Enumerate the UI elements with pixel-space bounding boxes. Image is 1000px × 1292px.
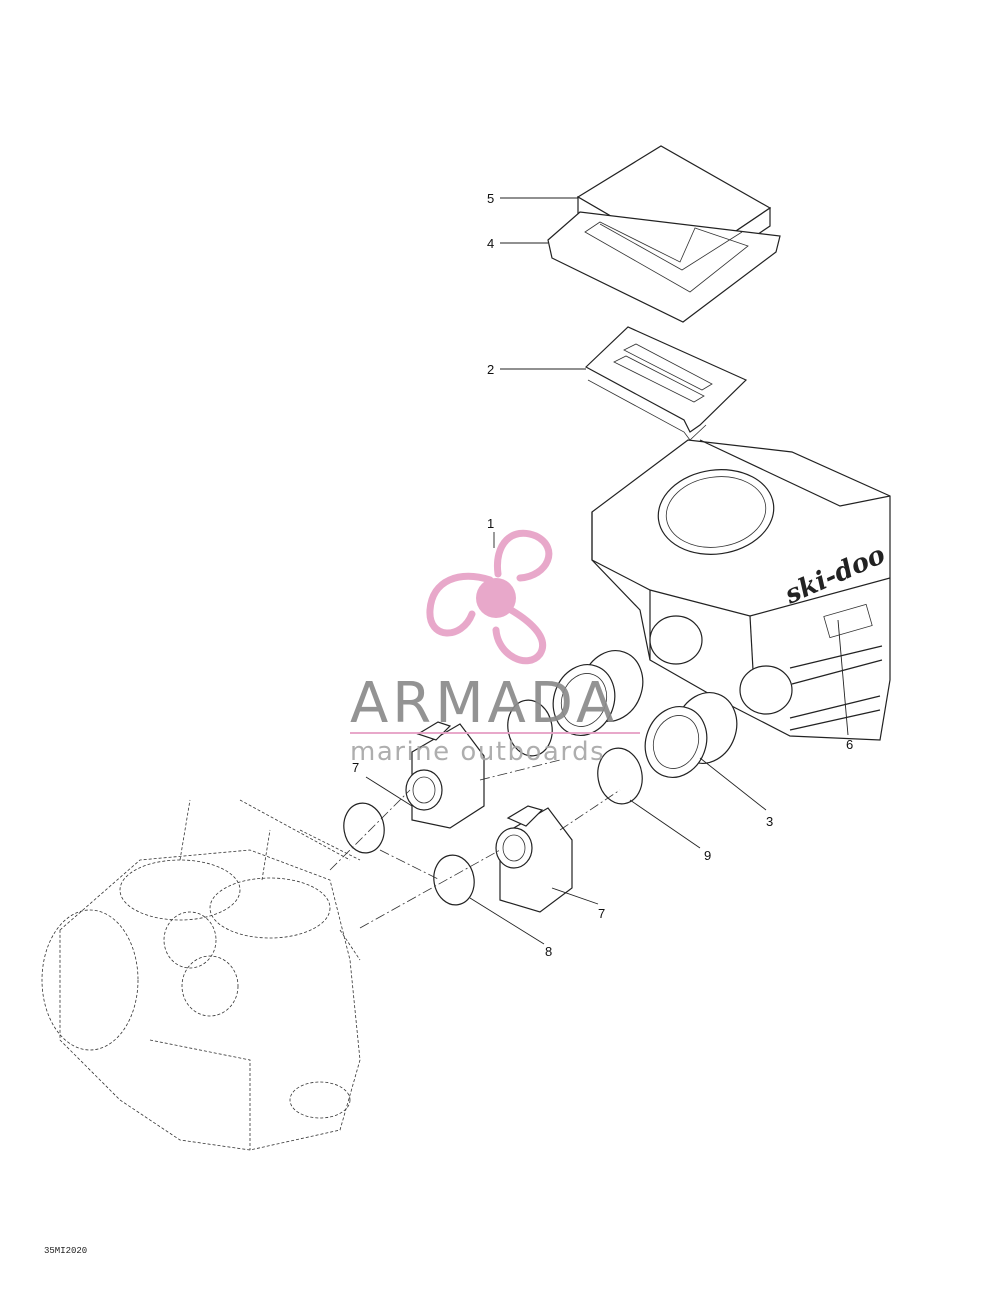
callout-8: 8: [545, 944, 552, 959]
callout-5: 5: [487, 191, 494, 206]
part-8-clamp: [343, 802, 475, 906]
watermark-tagline: marine outboards: [350, 737, 605, 767]
watermark-name: ARMADA: [350, 671, 618, 736]
callout-4: 4: [487, 236, 494, 251]
callout-7-lower: 7: [598, 906, 605, 921]
watermark: ARMADA marine outboards: [350, 529, 640, 767]
part-7-carburetor-upper: [405, 721, 485, 829]
engine-block: [41, 799, 361, 1151]
callout-6: 6: [846, 737, 853, 752]
part-6-intake-silencer: ski-doo: [591, 439, 891, 741]
callout-9: 9: [704, 848, 711, 863]
callout-7-upper: 7: [352, 760, 359, 775]
part-3-rubber-adaptor: [552, 650, 738, 778]
part-7-carburetor-lower: [495, 805, 573, 913]
part-9-clamp: [507, 699, 643, 805]
callout-3: 3: [766, 814, 773, 829]
leader-lines: [365, 197, 849, 945]
part-2-plate: [584, 326, 748, 441]
callout-2: 2: [487, 362, 494, 377]
part-4-filter-housing: [547, 211, 781, 323]
assembly-lines: [329, 759, 621, 929]
callouts: 5 4 2 1 6 3 9 7 7 8: [352, 191, 853, 959]
callout-1: 1: [487, 516, 494, 531]
propeller-logo-icon: [426, 529, 553, 665]
figure-code: 35MI2020: [44, 1246, 88, 1256]
